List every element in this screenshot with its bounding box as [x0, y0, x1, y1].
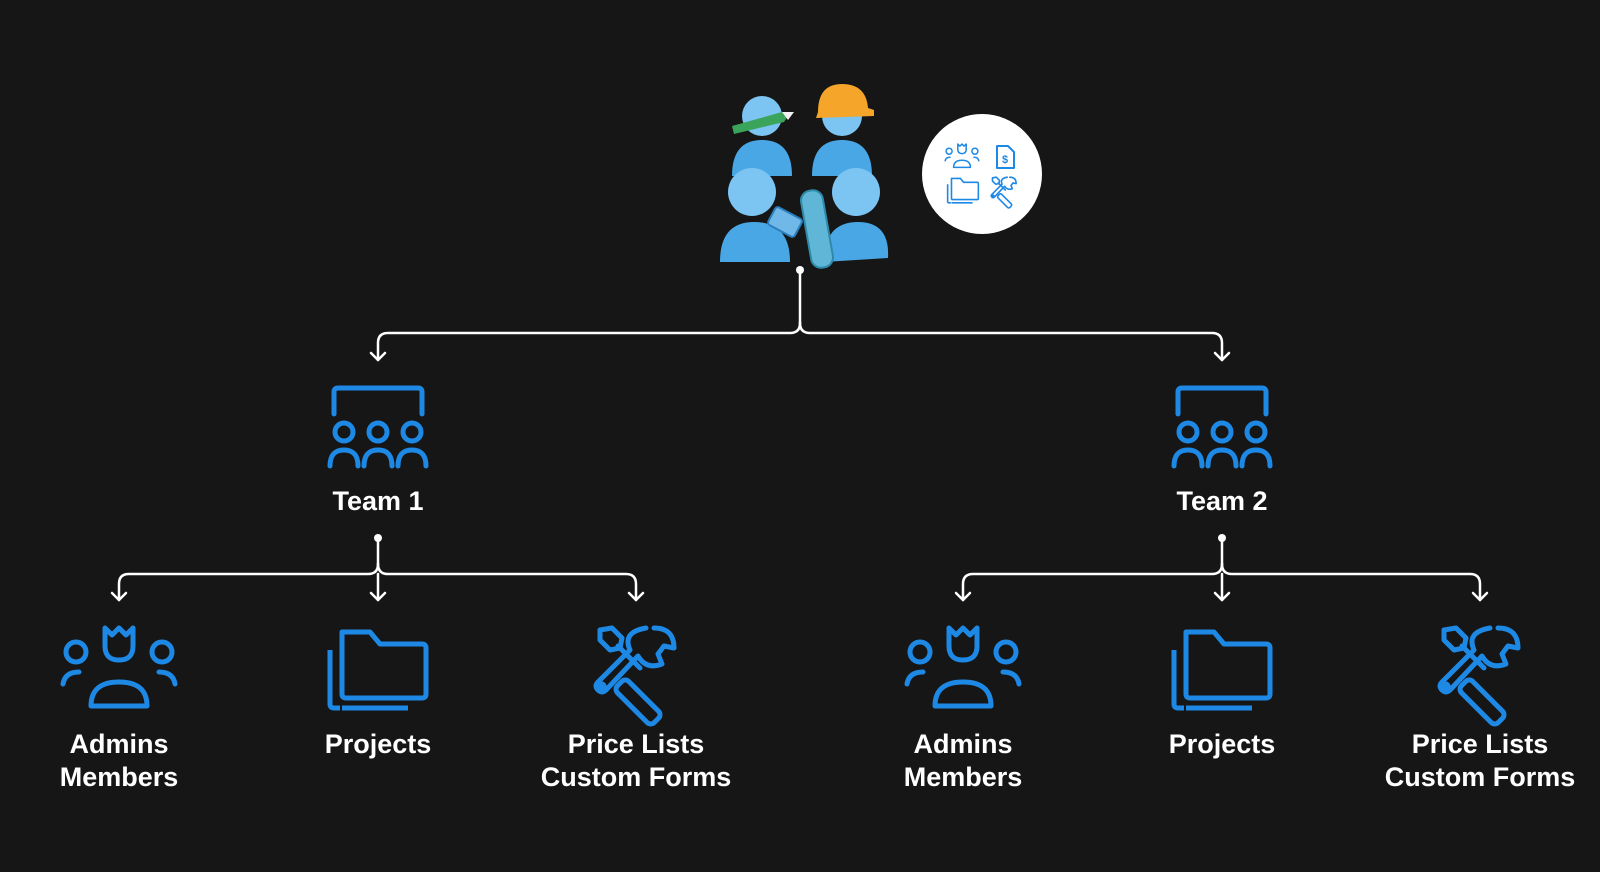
team-1-child-1-connector-arrow	[110, 591, 128, 602]
team-1-child-3-connector-arrow	[627, 591, 645, 602]
team-1-child-2-label: Projects	[325, 728, 432, 761]
price-list-document-icon: $	[996, 145, 1015, 169]
team-2-child-2-label: Projects	[1169, 728, 1276, 761]
team-2-child-1-connector	[961, 562, 1224, 602]
team-1-child-3-label-line: Custom Forms	[540, 762, 732, 792]
team-1-child-1-label-line: Members	[59, 762, 179, 792]
diagram-icons	[63, 388, 1518, 726]
svg-text:$: $	[1002, 154, 1008, 166]
team-2-child-3-label-line: Price Lists	[1411, 729, 1549, 759]
team-2-child-1-label-line: Members	[903, 762, 1023, 792]
team-1-child-3-connector	[376, 562, 638, 602]
team-1-icon	[330, 388, 426, 466]
admins-members-2-icon	[907, 628, 1019, 706]
tools-2-icon	[1440, 628, 1518, 726]
team-1-child-2-label-line: Projects	[324, 729, 432, 759]
team-2-child-3-connector	[1220, 562, 1482, 602]
team-2-child-2-connector-arrow	[1213, 591, 1231, 602]
team-2-child-1-connector-arrow	[954, 591, 972, 602]
root-to-team-2-connector-arrow	[1213, 351, 1231, 362]
root-node: $	[720, 84, 1042, 269]
team-1-label: Team 1	[332, 486, 424, 516]
root-to-team-1-connector-arrow	[369, 351, 387, 362]
team-1-child-3-label-line: Price Lists	[567, 729, 705, 759]
team-2-child-3-connector-arrow	[1471, 591, 1489, 602]
tools-1-icon	[596, 628, 674, 726]
team-1-child-1-label-line: Admins	[69, 729, 169, 759]
team-2-child-3-label-line: Custom Forms	[1384, 762, 1576, 792]
root-badge: $	[922, 114, 1042, 234]
team-1-child-2-connector-arrow	[369, 591, 387, 602]
team-2-icon	[1174, 388, 1270, 466]
team-2-label: Team 2	[1176, 486, 1268, 516]
connector-lines	[110, 266, 1489, 602]
team-2-child-2-label-line: Projects	[1168, 729, 1276, 759]
team-of-workers-illustration	[720, 84, 889, 269]
folder-1-icon	[330, 632, 426, 708]
admins-members-1-icon	[63, 628, 175, 706]
folder-2-icon	[1174, 632, 1270, 708]
root-to-team-2-connector	[798, 321, 1224, 362]
team-1-child-1-connector	[117, 562, 380, 602]
root-to-team-1-connector	[376, 321, 802, 362]
team-2-child-1-label-line: Admins	[913, 729, 1013, 759]
